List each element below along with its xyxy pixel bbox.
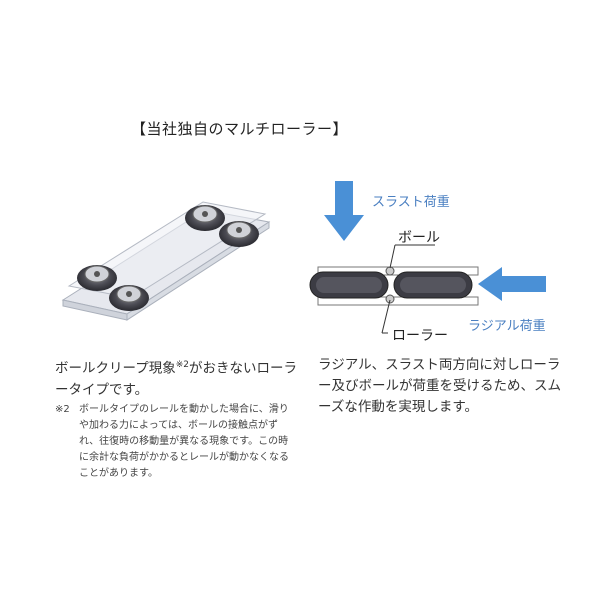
roller-4 bbox=[219, 221, 259, 247]
footnote: ※2 ボールタイプのレールを動かした場合に、滑りや加わる力によっては、ボールの接… bbox=[55, 402, 295, 482]
footnote-mark: ※2 bbox=[55, 404, 70, 415]
roller-3 bbox=[185, 205, 225, 231]
ball-label: ボール bbox=[398, 230, 440, 246]
roller-label: ローラー bbox=[392, 328, 448, 344]
right-description: ラジアル、スラスト両方向に対しローラー及びボールが荷重を受けるため、スムーズな作… bbox=[318, 357, 561, 415]
roller-left bbox=[309, 271, 389, 299]
carriage-illustration bbox=[55, 190, 275, 340]
thrust-load-label: スラスト荷重 bbox=[372, 195, 450, 210]
left-description: ボールクリープ現象※2がおきないローラータイプです。 bbox=[55, 355, 300, 401]
footnote-ref: ※2 bbox=[175, 360, 189, 370]
roller-2 bbox=[109, 285, 149, 311]
load-diagram: スラスト荷重 ボール ラジアル荷重 ローラー bbox=[300, 175, 555, 345]
page-heading: 【当社独自のマルチローラー】 bbox=[131, 120, 349, 138]
roller-right bbox=[393, 271, 473, 299]
radial-load-label: ラジアル荷重 bbox=[468, 319, 546, 334]
left-main-text-cont: がおきないローラータイプです。 bbox=[55, 360, 297, 398]
footnote-body: ボールタイプのレールを動かした場合に、滑りや加わる力によっては、ボールの接触点が… bbox=[79, 404, 289, 479]
thrust-arrow bbox=[324, 181, 364, 241]
radial-arrow bbox=[478, 267, 546, 301]
left-main-text: ボールクリープ現象 bbox=[55, 360, 176, 377]
roller-1 bbox=[77, 265, 117, 291]
